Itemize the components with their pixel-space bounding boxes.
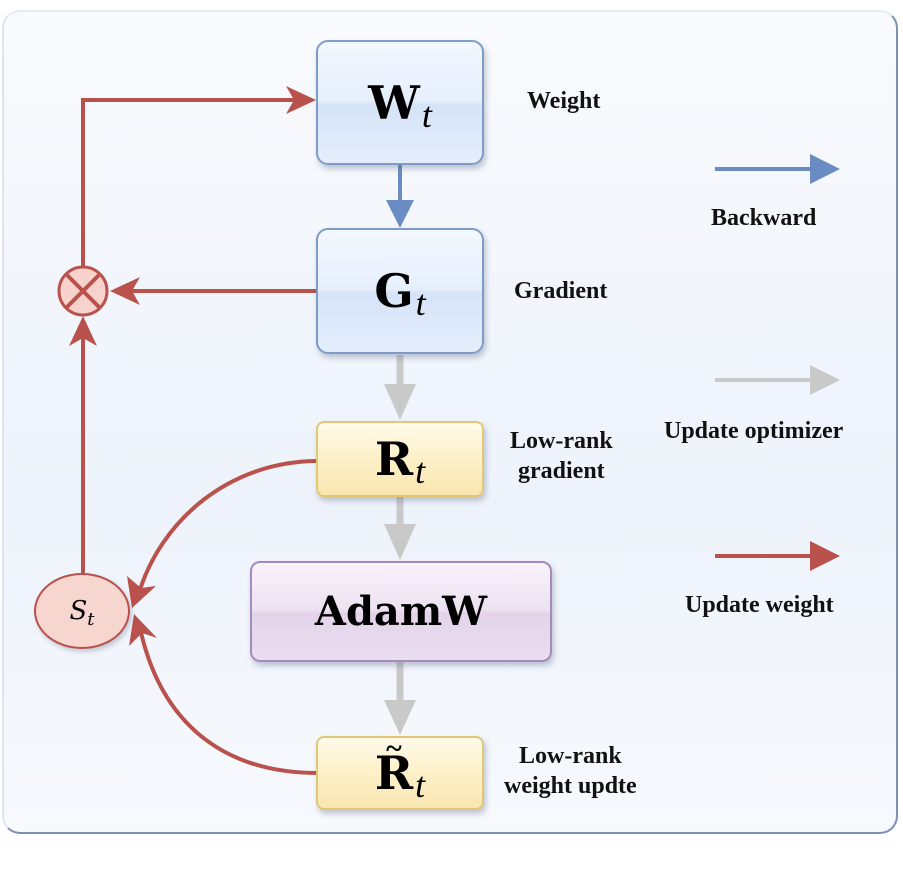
arrowhead-opt-1 (384, 384, 416, 420)
low-rank-gradient-subscript: t (415, 451, 426, 491)
low-rank-update-label-line2: weight updte (504, 773, 637, 799)
low-rank-update-label: Low-rank weight updte (504, 741, 637, 801)
arrowhead-to-w (286, 86, 316, 114)
gradient-symbol: G (374, 264, 414, 318)
low-rank-gradient-symbol: R (374, 432, 414, 486)
weight-symbol: W (368, 75, 420, 130)
adamw-node: AdamW (250, 561, 552, 662)
legend-arrowhead-update-optimizer (810, 365, 840, 395)
low-rank-gradient-label-line2: gradient (518, 458, 605, 484)
legend-label-update-optimizer: Update optimizer (664, 418, 844, 444)
adamw-label: AdamW (314, 588, 488, 635)
arrowhead-g-to-multiply (110, 277, 140, 305)
weight-label: Weight (527, 88, 601, 114)
arrowhead-backward (386, 200, 414, 228)
arrowhead-s-to-multiply (69, 316, 97, 346)
arrowhead-opt-3 (384, 700, 416, 735)
low-rank-update-symbol-wrap: ~R (375, 732, 413, 796)
low-rank-update-label-line1: Low-rank (519, 743, 622, 769)
low-rank-gradient-label-line1: Low-rank (510, 428, 613, 454)
arrowhead-r-to-s (127, 576, 156, 608)
arrow-rtilde-to-s (138, 627, 319, 775)
gradient-label: Gradient (514, 278, 608, 304)
arrow-r-to-s (136, 459, 319, 597)
weight-subscript: t (421, 94, 432, 135)
legend-label-update-weight: Update weight (685, 592, 834, 618)
legend-label-backward: Backward (711, 205, 817, 231)
tilde-accent: ~ (386, 732, 402, 765)
legend-arrowhead-update-weight (810, 541, 840, 571)
gradient-subscript: t (415, 283, 426, 323)
arrowhead-opt-2 (384, 524, 416, 560)
legend-arrowhead-backward (810, 154, 840, 184)
low-rank-update-subscript: t (415, 765, 426, 805)
arrow-multiply-to-w (81, 98, 300, 268)
low-rank-gradient-label: Low-rank gradient (510, 426, 613, 486)
arrowhead-rtilde-to-s (129, 614, 157, 646)
multiply-circle-icon (57, 265, 109, 317)
scale-subscript: t (87, 608, 95, 630)
scale-symbol: S (69, 596, 88, 626)
low-rank-update-symbol: R (374, 746, 414, 800)
